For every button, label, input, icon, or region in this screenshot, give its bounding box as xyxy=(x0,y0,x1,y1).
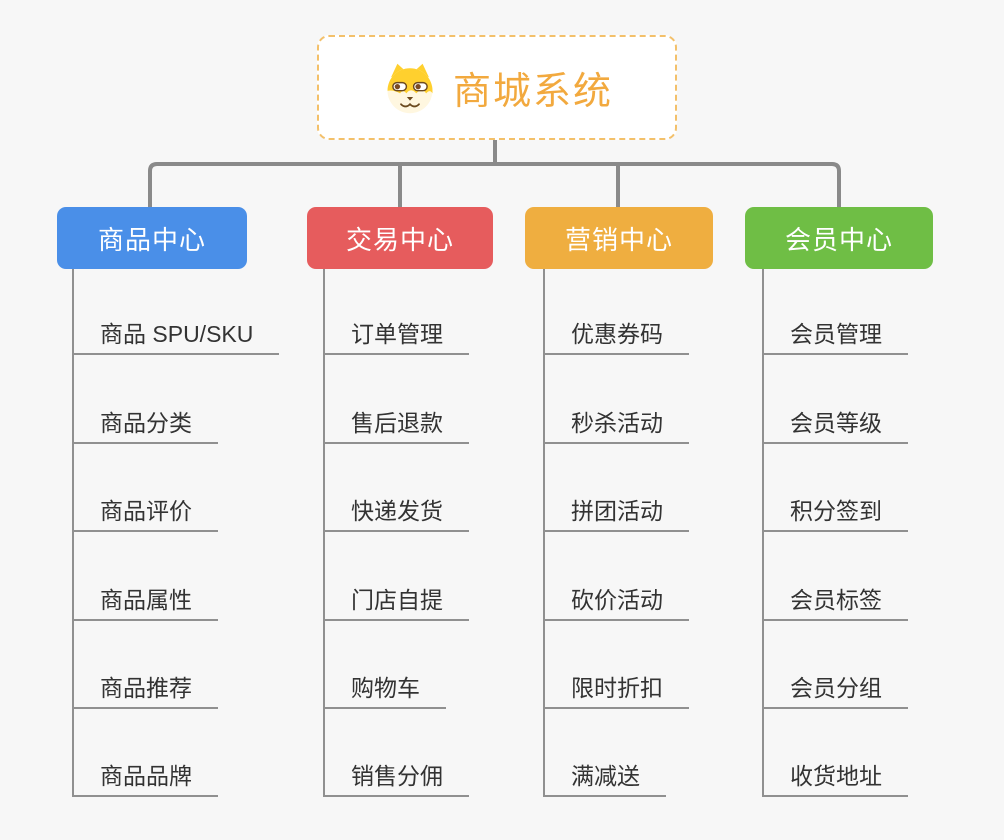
branch-label: 会员中心 xyxy=(784,224,893,255)
branch-box-trade-center[interactable]: 交易中心 xyxy=(307,207,493,269)
children-column-product-center: 商品 SPU/SKU 商品分类 商品评价 商品属性 商品推荐 商品品牌 xyxy=(72,269,312,829)
child-node[interactable]: 商品推荐 xyxy=(72,667,218,709)
child-node[interactable]: 门店自提 xyxy=(323,579,469,621)
child-node[interactable]: 会员等级 xyxy=(762,402,908,444)
children-column-member-center: 会员管理 会员等级 积分签到 会员标签 会员分组 收货地址 xyxy=(762,269,1002,829)
child-node[interactable]: 拼团活动 xyxy=(543,490,689,532)
child-node[interactable]: 购物车 xyxy=(323,667,446,709)
child-node[interactable]: 商品 SPU/SKU xyxy=(72,313,280,355)
child-node[interactable]: 满减送 xyxy=(543,755,666,797)
children-column-marketing-center: 优惠券码 秒杀活动 拼团活动 砍价活动 限时折扣 满减送 xyxy=(543,269,783,829)
child-node[interactable]: 收货地址 xyxy=(762,755,908,797)
branch-box-product-center[interactable]: 商品中心 xyxy=(57,207,247,269)
child-node[interactable]: 商品品牌 xyxy=(72,755,218,797)
child-node[interactable]: 会员管理 xyxy=(762,313,908,355)
child-node[interactable]: 售后退款 xyxy=(323,402,469,444)
root-node[interactable]: 商城系统 xyxy=(317,35,677,140)
child-node[interactable]: 限时折扣 xyxy=(543,667,689,709)
child-node[interactable]: 会员标签 xyxy=(762,579,908,621)
branch-box-member-center[interactable]: 会员中心 xyxy=(745,207,933,269)
child-node[interactable]: 积分签到 xyxy=(762,490,908,532)
root-title: 商城系统 xyxy=(452,71,613,113)
child-node[interactable]: 销售分佣 xyxy=(323,755,469,797)
branch-label: 交易中心 xyxy=(345,224,454,255)
tree-connector-lines xyxy=(148,140,841,207)
child-node[interactable]: 秒杀活动 xyxy=(543,402,689,444)
child-node[interactable]: 订单管理 xyxy=(323,313,469,355)
branch-label: 商品中心 xyxy=(97,224,206,255)
child-node[interactable]: 优惠券码 xyxy=(543,313,689,355)
branch-label: 营销中心 xyxy=(564,224,673,255)
children-column-trade-center: 订单管理 售后退款 快递发货 门店自提 购物车 销售分佣 xyxy=(323,269,563,829)
child-node[interactable]: 砍价活动 xyxy=(543,579,689,621)
child-node[interactable]: 商品评价 xyxy=(72,490,218,532)
child-node[interactable]: 商品属性 xyxy=(72,579,218,621)
branch-box-marketing-center[interactable]: 营销中心 xyxy=(525,207,713,269)
child-node[interactable]: 快递发货 xyxy=(323,490,469,532)
dog-face-icon xyxy=(387,63,433,113)
child-node[interactable]: 会员分组 xyxy=(762,667,908,709)
child-node[interactable]: 商品分类 xyxy=(72,402,218,444)
